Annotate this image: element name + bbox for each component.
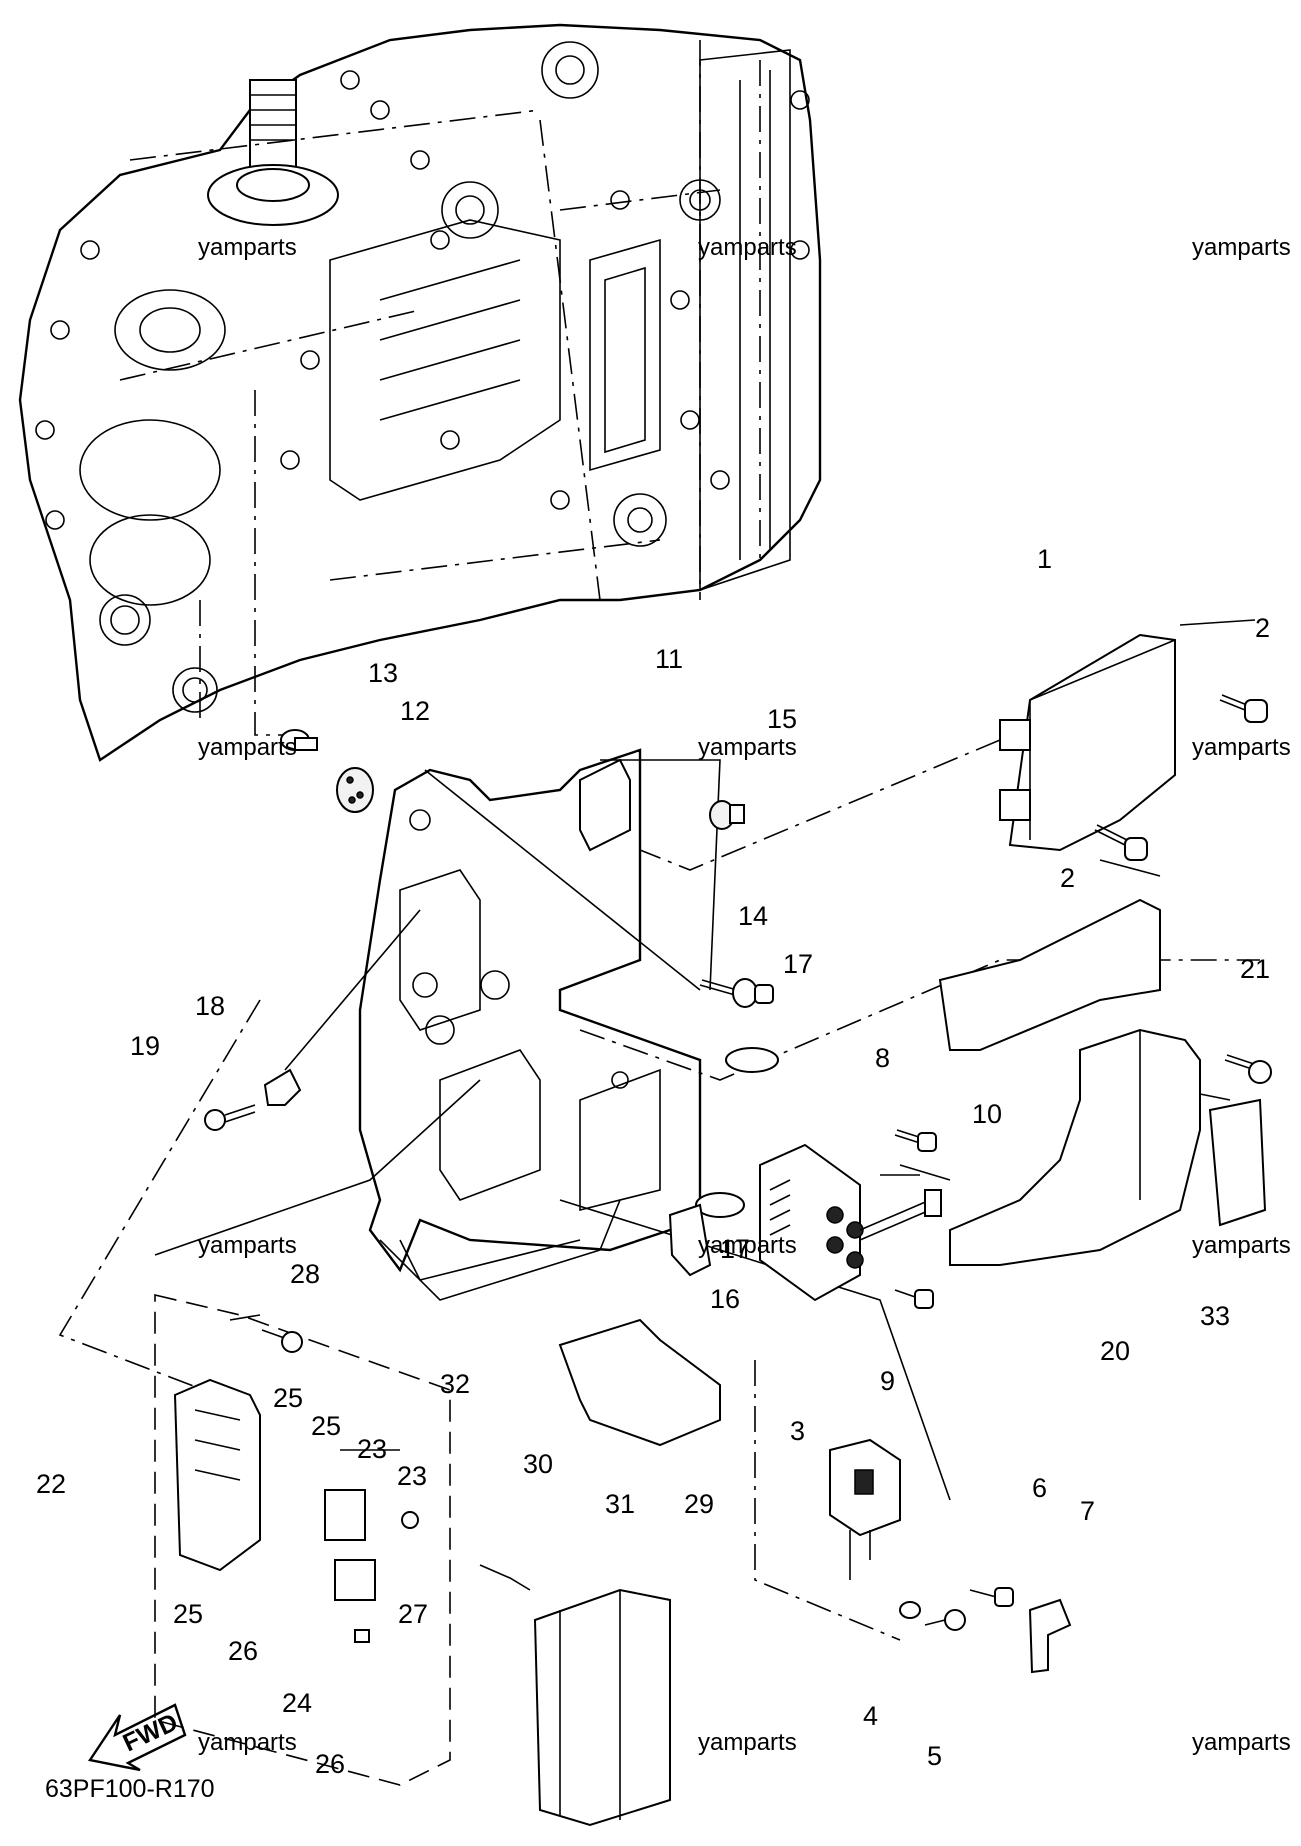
screw-27 — [401, 1511, 419, 1529]
grommet-12 — [336, 767, 374, 813]
callout: 26 — [228, 1636, 258, 1666]
drawing-code: 63PF100-R170 — [45, 1775, 215, 1803]
callout: 32 — [440, 1369, 470, 1399]
callout: 13 — [368, 658, 398, 688]
watermark: yamparts — [198, 234, 297, 261]
callout: 26 — [315, 1749, 345, 1779]
callout: 23 — [397, 1461, 427, 1491]
callouts: 1 2 2 3 4 5 6 7 8 9 10 11 12 13 14 15 16… — [36, 544, 1270, 1779]
callout: 10 — [972, 1099, 1002, 1129]
callout: 3 — [790, 1416, 805, 1446]
callout: 31 — [605, 1489, 635, 1519]
fwd-arrow-icon: FWD — [88, 1703, 187, 1772]
collar-13 — [280, 729, 318, 751]
grommet-15 — [709, 800, 745, 830]
callout: 5 — [927, 1741, 942, 1771]
watermark: yamparts — [1192, 234, 1291, 261]
cover-20 — [938, 898, 1201, 1266]
fuse-26 — [354, 1629, 370, 1643]
callout: 20 — [1100, 1336, 1130, 1366]
callout: 21 — [1240, 954, 1270, 984]
base-22 — [173, 1378, 261, 1572]
watermark: yamparts — [698, 1232, 797, 1259]
watermark: yamparts — [1192, 734, 1291, 761]
gasket-33 — [1208, 1098, 1267, 1227]
cap-7 — [1028, 1598, 1072, 1674]
callout: 4 — [863, 1701, 878, 1731]
watermark: yamparts — [1192, 1232, 1291, 1259]
callout: 2 — [1060, 863, 1075, 893]
callout: 9 — [880, 1366, 895, 1396]
watermark: yamparts — [198, 1232, 297, 1259]
callout: 30 — [523, 1449, 553, 1479]
callout: 2 — [1255, 613, 1270, 643]
callout: 15 — [767, 704, 797, 734]
callout: 27 — [398, 1599, 428, 1629]
bolt-28 — [261, 1329, 303, 1353]
bolt-2 — [1094, 694, 1268, 861]
assembly-box-22 — [154, 1293, 451, 1786]
relay-23 — [324, 1489, 366, 1541]
screw-19 — [204, 1104, 256, 1131]
wire-30 — [479, 1564, 531, 1591]
callout: 18 — [195, 991, 225, 1021]
callout: 6 — [1032, 1473, 1047, 1503]
callout: 23 — [357, 1434, 387, 1464]
callout: 28 — [290, 1259, 320, 1289]
callout: 25 — [173, 1599, 203, 1629]
fwd-label: FWD — [119, 1708, 182, 1757]
callout: 25 — [311, 1411, 341, 1441]
box-29 — [533, 1588, 671, 1827]
callout: 11 — [655, 644, 683, 674]
watermark: yamparts — [1192, 1729, 1291, 1756]
watermark: yamparts — [698, 1729, 797, 1756]
relay-24 — [334, 1559, 376, 1601]
watermark: yamparts — [198, 1729, 297, 1756]
watermarks: yamparts yamparts yamparts yamparts yamp… — [198, 234, 1291, 1756]
bolt-10 — [894, 1129, 937, 1152]
bolt-14 — [699, 978, 774, 1008]
clamp-17b — [695, 1192, 745, 1218]
callout: 16 — [710, 1284, 740, 1314]
callout: 19 — [130, 1031, 160, 1061]
callout: 1 — [1037, 544, 1052, 574]
callout: 22 — [36, 1469, 66, 1499]
washer-4 — [899, 1601, 921, 1619]
bolt-6 — [969, 1587, 1014, 1607]
bracket-32 — [558, 1318, 721, 1447]
electrical-bracket — [358, 748, 702, 1301]
callout: 17 — [783, 949, 813, 979]
callout: 24 — [282, 1688, 312, 1718]
callout: 7 — [1080, 1496, 1095, 1526]
screw-5 — [924, 1609, 966, 1631]
engine-block — [18, 23, 822, 762]
clip-16 — [668, 1203, 712, 1277]
control-unit — [999, 633, 1176, 852]
screw-21 — [1224, 1054, 1272, 1084]
bolt-9 — [894, 1289, 934, 1309]
watermark: yamparts — [198, 734, 297, 761]
callout: 12 — [400, 696, 430, 726]
callout: 29 — [684, 1489, 714, 1519]
callout: 17 — [720, 1234, 750, 1264]
callout: 14 — [738, 901, 768, 931]
leader-lines — [58, 390, 1260, 1761]
clip-11 — [579, 758, 631, 852]
clamp-18 — [263, 1068, 302, 1106]
clamp-17 — [725, 1047, 779, 1073]
switch-3 — [829, 1438, 901, 1580]
callout: 33 — [1200, 1301, 1230, 1331]
watermark: yamparts — [698, 234, 797, 261]
rectifier-8 — [759, 1143, 942, 1302]
callout: 8 — [875, 1043, 890, 1073]
callout: 25 — [273, 1383, 303, 1413]
watermark: yamparts — [698, 734, 797, 761]
